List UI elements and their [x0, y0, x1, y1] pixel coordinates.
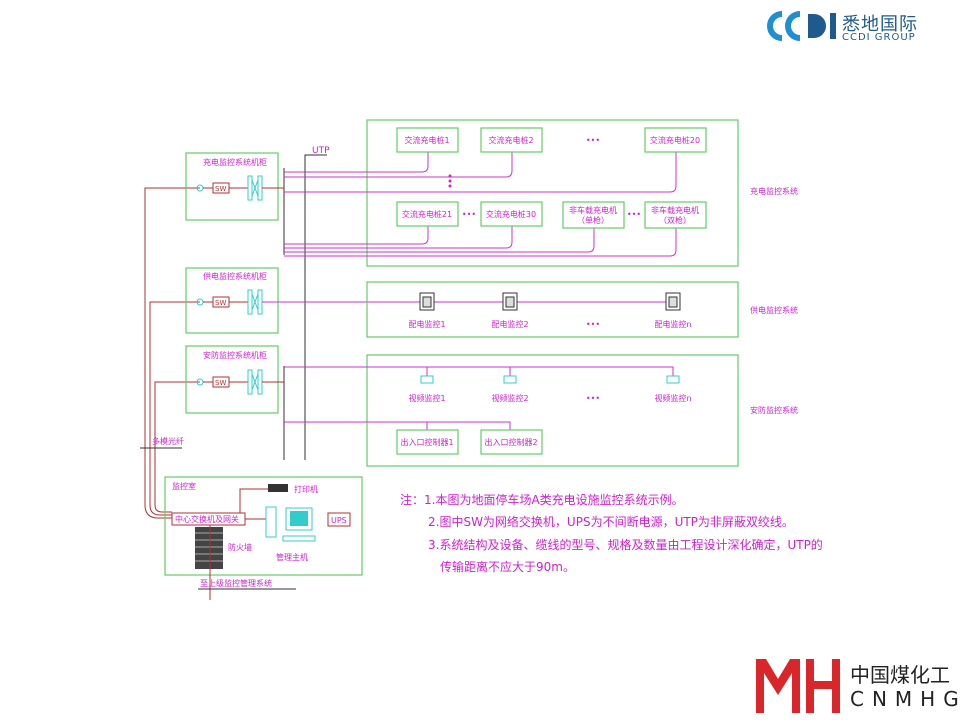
- ccdi-en-name: CCDI GROUP: [842, 32, 916, 43]
- utp-label: UTP: [312, 146, 330, 156]
- camera-icon: [420, 375, 434, 384]
- camera-label: 视频监控n: [654, 393, 691, 403]
- charger-ac-30: 交流充电桩30: [480, 201, 543, 227]
- cnmhg-logo-mark: [756, 659, 840, 713]
- switch-label: SW: [215, 185, 226, 193]
- fiber-label: 多模光纤: [152, 436, 184, 446]
- note-4: 传输距离不应大于90m。: [440, 559, 575, 574]
- system-label: 安防监控系统: [750, 405, 798, 415]
- monitor-room: 监控室 中心交换机及网关 打印机 管理主机 UPS 防火墙 至上级监控管理系统: [164, 476, 363, 600]
- camera-icon: [503, 375, 517, 384]
- ellipsis: •••: [586, 394, 600, 403]
- svg-text:交流充电桩2: 交流充电桩2: [488, 135, 533, 145]
- cnmhg-logo: 中国煤化工 CNMHG: [754, 655, 959, 719]
- ccdi-logo-mark: [767, 11, 836, 41]
- patch-panel-icon: [247, 175, 263, 201]
- svg-text:非车载充电机: 非车载充电机: [651, 205, 699, 215]
- charger-dc-single: 非车载充电机（单枪）: [562, 201, 625, 229]
- fiber-lines: 多模光纤: [140, 187, 200, 519]
- ellipsis: •••: [586, 136, 600, 145]
- note-3: 3.系统结构及设备、缆线的型号、规格及数量由工程设计深化确定，UTP的: [428, 537, 823, 552]
- charger-ac-20: 交流充电桩20: [644, 127, 707, 153]
- ccdi-cn-name: 悉地国际: [842, 14, 918, 35]
- uplink-label: 至上级监控管理系统: [200, 578, 272, 588]
- firewall-label: 防火墙: [228, 542, 252, 552]
- computer-icon: [265, 506, 316, 542]
- power-system: 配电监控1 配电监控2 ••• 配电监控n 供电监控系统: [366, 281, 798, 338]
- cabinet-title: 充电监控系统机柜: [203, 157, 267, 167]
- power-meter-icon: [502, 292, 518, 311]
- svg-text:非车载充电机: 非车载充电机: [569, 205, 617, 215]
- power-meter-icon: [665, 292, 681, 311]
- ups-box: [327, 512, 351, 527]
- cabinet-charging: 充电监控系统机柜 SW: [185, 152, 284, 221]
- svg-text:（单枪）: （单枪）: [577, 215, 609, 225]
- note-2: 2.图中SW为网络交换机，UPS为不间断电源，UTP为非屏蔽双绞线。: [428, 514, 794, 529]
- camera-icon: [666, 375, 680, 384]
- svg-text:交流充电桩20: 交流充电桩20: [650, 135, 700, 145]
- device-label: 配电监控2: [491, 319, 528, 329]
- camera-label: 视频监控2: [491, 393, 528, 403]
- cabinet-power: 供电监控系统机柜 SW: [185, 267, 673, 334]
- note-1: 注：1.本图为地面停车场A类充电设施监控系统示例。: [400, 492, 684, 507]
- firewall-icon: [195, 527, 223, 569]
- charging-system: 交流充电桩1 交流充电桩2 ••• 交流充电桩20 交流充电桩21 ••• 交流…: [284, 119, 798, 267]
- charger-dc-double: 非车载充电机（双枪）: [644, 201, 707, 229]
- access-controller-1: 出入口控制器1: [396, 429, 459, 455]
- switch-label: SW: [215, 299, 226, 307]
- utp-trunk: UTP: [283, 146, 330, 460]
- printer-label: 打印机: [294, 484, 318, 494]
- cabinet-title: 供电监控系统机柜: [203, 271, 267, 281]
- notes: 注：1.本图为地面停车场A类充电设施监控系统示例。 2.图中SW为网络交换机，U…: [400, 492, 823, 574]
- system-label: 充电监控系统: [750, 186, 798, 196]
- printer-icon: [268, 484, 288, 492]
- charger-ac-21: 交流充电桩21: [396, 201, 459, 227]
- ccdi-logo: 悉地国际 CCDI GROUP: [764, 8, 917, 48]
- svg-text:交流充电桩30: 交流充电桩30: [486, 209, 536, 219]
- svg-text:交流充电桩21: 交流充电桩21: [402, 209, 452, 219]
- host-label: 管理主机: [276, 552, 308, 562]
- cnmhg-en-name: CNMHG: [850, 687, 960, 711]
- cnmhg-cn-name: 中国煤化工: [850, 663, 950, 687]
- charger-ac-1: 交流充电桩1: [396, 127, 459, 153]
- svg-text:出入口控制器2: 出入口控制器2: [484, 437, 537, 447]
- ellipsis: •••: [586, 320, 600, 329]
- core-switch-label: 中心交换机及网关: [175, 514, 239, 524]
- power-meter-icon: [419, 292, 435, 311]
- device-label: 配电监控1: [408, 319, 445, 329]
- camera-label: 视频监控1: [408, 393, 445, 403]
- patch-panel-icon: [247, 369, 263, 395]
- access-controller-2: 出入口控制器2: [480, 429, 543, 455]
- cabinet-title: 安防监控系统机柜: [203, 350, 267, 360]
- svg-text:（双枪）: （双枪）: [659, 215, 691, 225]
- ellipsis: •••: [462, 210, 476, 219]
- svg-text:出入口控制器1: 出入口控制器1: [400, 437, 453, 447]
- patch-panel-icon: [247, 289, 263, 315]
- system-label: 供电监控系统: [750, 305, 798, 315]
- ellipsis: •••: [627, 210, 641, 219]
- svg-text:交流充电桩1: 交流充电桩1: [404, 135, 449, 145]
- device-label: 配电监控n: [654, 319, 691, 329]
- ups-label: UPS: [331, 516, 347, 525]
- vertical-ellipsis-icon: [448, 174, 452, 188]
- switch-label: SW: [215, 379, 226, 387]
- room-title: 监控室: [172, 481, 196, 491]
- cabinet-security: 安防监控系统机柜 SW: [185, 345, 284, 414]
- charger-ac-2: 交流充电桩2: [480, 127, 543, 153]
- security-system: 视频监控1 视频监控2 ••• 视频监控n 出入口控制器1 出入口控制器2 安防…: [284, 354, 798, 467]
